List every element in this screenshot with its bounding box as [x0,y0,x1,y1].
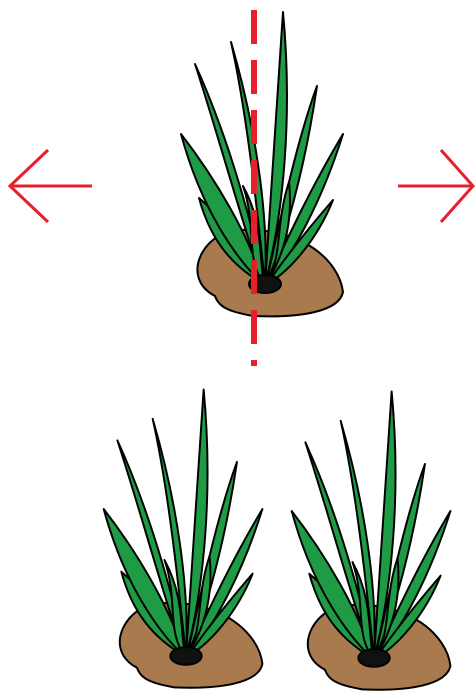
divided-plant-right [292,391,451,689]
divided-plant-left [104,389,263,687]
right-arrow-icon [398,150,473,222]
parent-plant [181,12,343,316]
left-arrow-icon [10,150,92,222]
